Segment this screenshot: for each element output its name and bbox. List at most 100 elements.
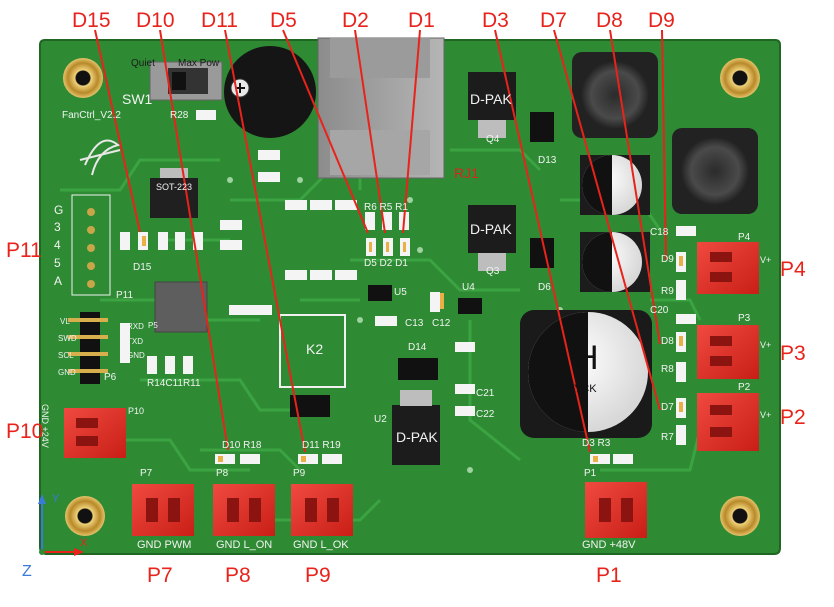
- c13-label: C13: [405, 318, 424, 329]
- smd-parts: [120, 110, 696, 464]
- p1-connector: [585, 482, 647, 538]
- p3-vplus: V+: [760, 340, 772, 350]
- p2-silk-label: P2: [738, 382, 751, 393]
- k2-label: K2: [306, 341, 324, 357]
- p5-pin-txd: TXD: [127, 337, 143, 346]
- p7-silk-label: P7: [140, 468, 153, 479]
- callout-p2: P2: [780, 406, 806, 429]
- mounting-holes: [63, 58, 760, 536]
- callout-p1: P1: [596, 564, 622, 587]
- callout-d8: D8: [596, 9, 623, 32]
- p4-silk-label: P4: [738, 232, 751, 243]
- buzzer: [224, 46, 316, 138]
- d6-label: D6: [538, 282, 551, 293]
- switch-label-max: Max Pow: [178, 58, 220, 69]
- callout-d1: D1: [408, 9, 435, 32]
- p6-pin-swd: SWD: [58, 334, 77, 343]
- callout-d3: D3: [482, 9, 509, 32]
- p6-label: P6: [104, 372, 117, 383]
- u5-label: U5: [394, 287, 407, 298]
- q3-package-label: D-PAK: [470, 221, 512, 237]
- u2-dpak: [392, 405, 440, 465]
- q4-dpak: [468, 72, 516, 120]
- p11-silk-label: P11: [116, 290, 134, 301]
- d9-silk-label: D9: [661, 254, 674, 265]
- callout-p7: P7: [147, 564, 173, 587]
- p4-vplus: V+: [760, 255, 772, 265]
- u2-package-label: D-PAK: [396, 429, 438, 445]
- r28-label: R28: [170, 110, 189, 121]
- u5-chip: [368, 285, 392, 301]
- p3-silk-label: P3: [738, 313, 751, 324]
- r9-silk-label: R9: [661, 286, 674, 297]
- axis-y-label: Y: [52, 493, 60, 505]
- u4-chip: [458, 298, 482, 314]
- d14-diode: [398, 358, 438, 380]
- d8-silk-label: D8: [661, 336, 674, 347]
- p11-pin-g: G: [54, 203, 64, 217]
- c21-label: C21: [476, 388, 495, 399]
- p4-connector: [697, 242, 759, 294]
- p6-pin-scl: SCL: [58, 351, 74, 360]
- rj1-label: RJ1: [454, 165, 479, 181]
- c22-label: C22: [476, 409, 495, 420]
- callout-d7: D7: [540, 9, 567, 32]
- p1-silk-label: P1: [584, 468, 597, 479]
- callout-d11: D11: [201, 9, 238, 32]
- p10-connector: [64, 408, 126, 458]
- p8-silk-label: P8: [216, 468, 229, 479]
- callout-p9: P9: [305, 564, 331, 587]
- p10-silk-label: P10: [128, 406, 145, 416]
- callout-p8: P8: [225, 564, 251, 587]
- callout-p3: P3: [780, 342, 806, 365]
- p8-pin-label: GND L_ON: [216, 539, 273, 551]
- q4-package-label: D-PAK: [470, 91, 512, 107]
- p8-connector: [213, 484, 275, 536]
- r8-silk-label: R8: [661, 364, 674, 375]
- p11-pin-a: A: [54, 274, 63, 288]
- c20-label: C20: [650, 305, 669, 316]
- p11-pin-5: 5: [54, 256, 61, 270]
- d13-label: D13: [538, 155, 557, 166]
- d3r3-label: D3 R3: [582, 438, 611, 449]
- axis-gizmo: [38, 494, 84, 556]
- d14-label: D14: [408, 342, 427, 353]
- p9-silk-label: P9: [293, 468, 306, 479]
- cap-brand: YCK: [574, 383, 597, 395]
- d15-label: D15: [133, 262, 152, 273]
- axis-z-label: Z: [22, 563, 32, 580]
- p7-pin-label: GND PWM: [137, 539, 192, 551]
- board-name: FanCtrl_V2.2: [62, 110, 121, 121]
- p2-connector: [697, 393, 759, 451]
- mcu-chip: [154, 281, 208, 333]
- d10r18-label: D10 R18: [222, 440, 262, 451]
- r6r5r1-label: R6 R5 R1: [364, 202, 408, 213]
- d13-diode: [530, 112, 554, 142]
- callout-p4: P4: [780, 258, 806, 281]
- r7-silk-label: R7: [661, 432, 674, 443]
- u2-label: U2: [374, 414, 387, 425]
- p1-pin-label: GND +48V: [582, 539, 636, 551]
- p5-pin-gnd: GND: [127, 351, 145, 360]
- callout-p10: P10: [6, 420, 44, 443]
- callout-leaders: [94, 29, 667, 453]
- c18-label: C18: [650, 227, 669, 238]
- connectors: [64, 242, 759, 538]
- p5-pin-rxd: RXD: [127, 322, 144, 331]
- sot223-label: SOT-223: [156, 182, 193, 192]
- callout-d10: D10: [136, 9, 175, 32]
- p9-pin-label: GND L_OK: [293, 539, 349, 551]
- q3-dpak: [468, 205, 516, 253]
- p2-vplus: V+: [760, 410, 772, 420]
- r14c11r11-label: R14C11R11: [147, 378, 201, 389]
- callout-d15: D15: [72, 9, 111, 32]
- axis-x-label: X: [80, 537, 88, 549]
- d7-silk-label: D7: [661, 402, 674, 413]
- p5-label: P5: [148, 321, 158, 330]
- switch-label-quiet: Quiet: [131, 58, 155, 69]
- callout-d5: D5: [270, 9, 297, 32]
- p3-connector: [697, 325, 759, 379]
- cap-mark: H: [574, 339, 599, 377]
